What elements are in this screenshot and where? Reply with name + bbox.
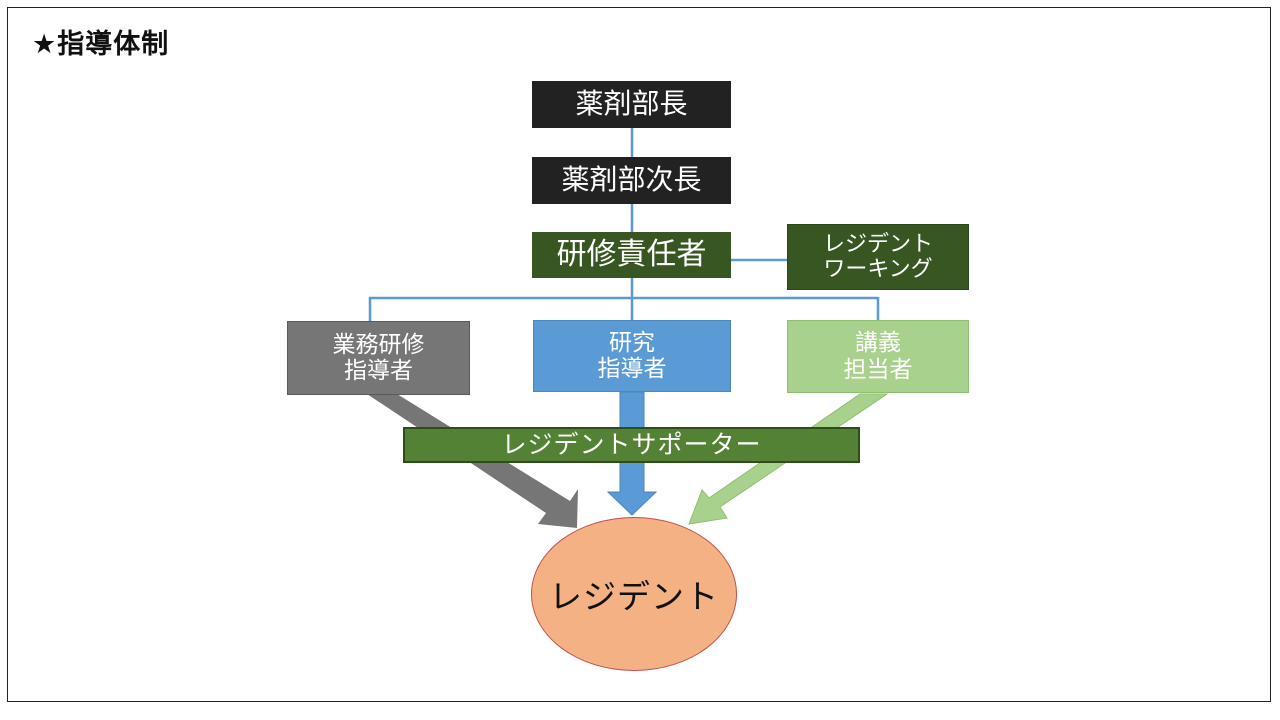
page-title: ★指導体制 <box>32 29 170 60</box>
director-box: 薬剤部長 <box>532 81 731 128</box>
lecture-staff-box: 講義 担当者 <box>787 320 969 393</box>
training-manager-box: 研修責任者 <box>532 232 731 278</box>
training-manager-label: 研修責任者 <box>556 236 707 272</box>
slide-frame <box>7 7 1271 702</box>
resident-ellipse: レジデント <box>531 517 737 671</box>
resident-working-box: レジデント ワーキング <box>787 224 969 290</box>
lecture-staff-label-line2: 担当者 <box>843 356 913 383</box>
business-training-instructor-box: 業務研修 指導者 <box>287 321 470 395</box>
resident-supporter-bar: レジデントサポーター <box>403 427 860 463</box>
research-instructor-label-line1: 研究 <box>609 329 655 356</box>
deputy-director-box: 薬剤部次長 <box>532 157 731 204</box>
business-training-label-line1: 業務研修 <box>332 331 425 358</box>
resident-label: レジデント <box>549 577 719 616</box>
research-instructor-label-line2: 指導者 <box>597 356 667 382</box>
resident-working-label-line1: レジデント <box>822 231 933 257</box>
deputy-director-label: 薬剤部次長 <box>561 163 702 197</box>
lecture-staff-label-line1: 講義 <box>855 330 901 357</box>
resident-supporter-label: レジデントサポーター <box>501 429 762 459</box>
business-training-label-line2: 指導者 <box>344 358 413 384</box>
research-instructor-box: 研究 指導者 <box>533 320 731 392</box>
director-label: 薬剤部長 <box>575 87 688 121</box>
resident-working-label-line2: ワーキング <box>823 257 933 282</box>
